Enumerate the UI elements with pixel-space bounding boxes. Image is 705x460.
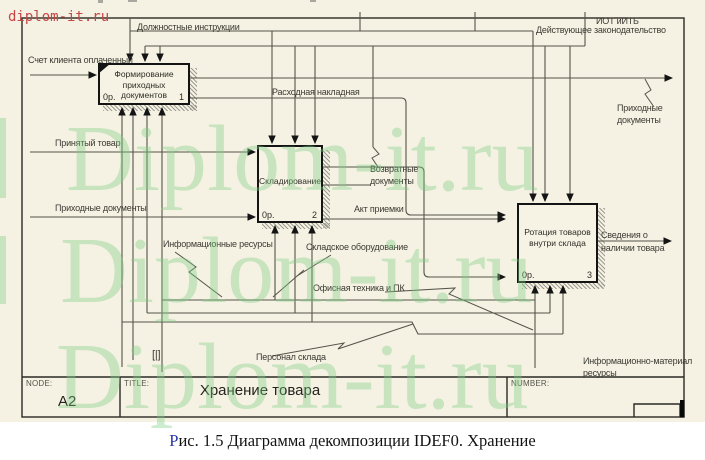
label-incoming-docs-right: Приходные: [617, 103, 663, 113]
label-return-docs: Возвратные: [370, 164, 419, 174]
node-value: A2: [58, 393, 77, 410]
label-incoming-docs-right: документы: [617, 115, 661, 125]
label-availability: наличии товара: [601, 243, 665, 253]
title-label: TITLE:: [124, 379, 150, 388]
label-acceptance-act: Акт приемки: [354, 204, 404, 214]
activity-box-1-cost: 0р.: [103, 92, 116, 102]
caption-first-letter: Р: [169, 431, 179, 450]
title-value: Хранение товара: [199, 382, 321, 399]
label-iot: ИОТ иИТБ: [596, 16, 639, 26]
top-edge-fragment: [98, 0, 103, 3]
activity-box-2-cost: 0р.: [262, 210, 275, 220]
figure-caption: Рис. 1.5 Диаграмма декомпозиции IDEF0. Х…: [0, 431, 705, 451]
box3-shadow: [598, 208, 605, 288]
node-label: NODE:: [26, 379, 53, 388]
label-info-material: Информационно-материал: [583, 356, 693, 366]
label-availability: Сведения о: [601, 230, 648, 240]
label-info-material: ресурсы: [583, 368, 617, 378]
box2-shadow: [323, 150, 330, 228]
label-expense-invoice: Расходная накладная: [272, 87, 360, 97]
activity-box-2-number: 2: [311, 210, 317, 220]
label-warehouse-staff: Персонал склада: [256, 352, 326, 362]
activity-box-1-title: Формирование приходных документов: [114, 69, 174, 101]
box1-shadow: [190, 68, 197, 110]
activity-box-3-title: Ротация товаров внутри склада: [524, 227, 591, 248]
activity-box-3-number: 3: [586, 270, 592, 280]
activity-box-3: Ротация товаров внутри склада 0р. 3: [517, 203, 598, 283]
activity-box-2: Складирование 0р. 2: [257, 145, 323, 223]
label-accepted-goods: Принятый товар: [55, 138, 121, 148]
activity-box-1: Формирование приходных документов 0р. 1: [98, 63, 190, 105]
label-office-equipment: Офисная техника и ПК: [313, 283, 405, 293]
label-incoming-docs-left: Приходные документы: [55, 203, 147, 213]
label-return-docs: документы: [370, 176, 414, 186]
label-info-resources: Информационные ресурсы: [163, 239, 273, 249]
activity-box-1-number: 1: [178, 92, 184, 102]
top-edge-fragment: [310, 0, 316, 2]
number-label: NUMBER:: [511, 379, 550, 388]
label-legislation: Действующее законодательство: [536, 25, 666, 35]
bracket-glyph: [|]: [152, 349, 161, 361]
label-warehouse-equipment: Складское оборудование: [306, 242, 408, 252]
label-job-instructions: Должностные инструкции: [137, 22, 240, 32]
activity-box-2-title: Складирование: [259, 176, 322, 186]
caption-text: ис. 1.5 Диаграмма декомпозиции IDEF0. Хр…: [178, 431, 536, 450]
activity-box-3-cost: 0р.: [522, 270, 535, 280]
top-edge-fragment: [128, 0, 137, 2]
label-client-invoice: Счет клиента оплаченный: [28, 55, 133, 65]
